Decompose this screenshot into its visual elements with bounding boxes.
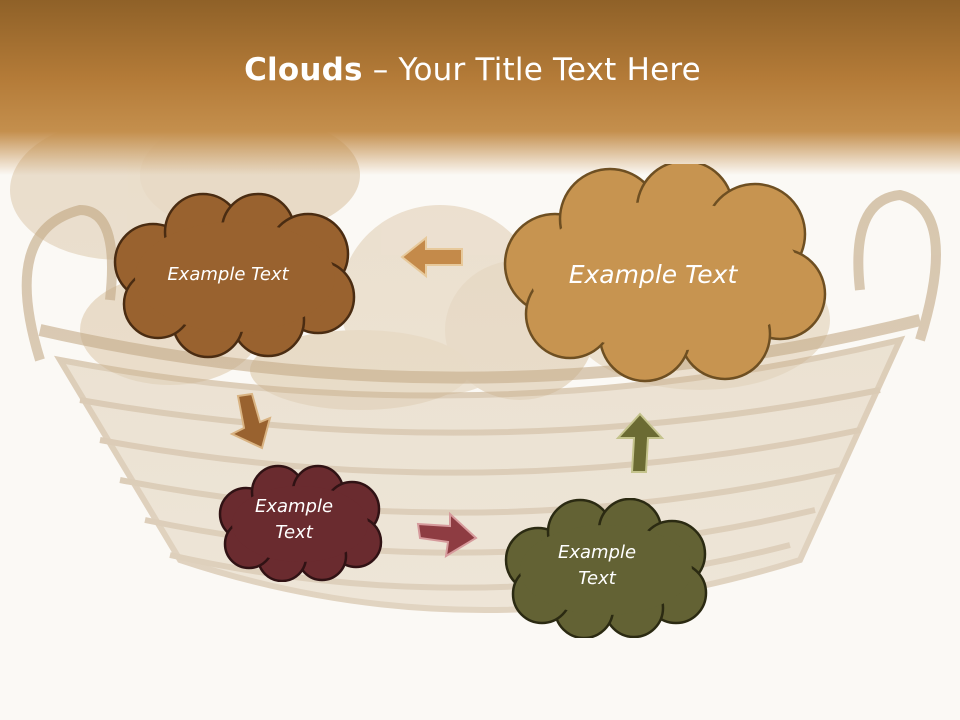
- slide-title: Clouds – Your Title Text Here: [0, 52, 945, 88]
- cloud-bottom-left-line2: Text: [275, 522, 313, 543]
- cloud-bottom-right-line2: Text: [578, 568, 616, 589]
- up-arrow-icon: [615, 412, 665, 473]
- cloud-top-right-label: Example Text: [568, 259, 738, 289]
- cloud-bottom-right-line1: Example: [557, 541, 637, 563]
- cloud-top-left-label: Example Text: [167, 263, 289, 285]
- cloud-bottom-left[interactable]: [216, 464, 384, 582]
- cloud-bottom-right[interactable]: [500, 498, 712, 638]
- cloud-top-left[interactable]: [108, 192, 362, 360]
- cloud-bottom-left-label: Example Text: [234, 490, 354, 550]
- title-dash: –: [362, 52, 399, 88]
- cloud-bottom-right-label: Example Text: [537, 536, 657, 596]
- down-arrow-icon: [229, 392, 272, 450]
- cloud-top-right[interactable]: [500, 164, 832, 384]
- left-arrow-icon: [400, 235, 463, 279]
- title-bold: Clouds: [244, 52, 363, 88]
- cloud-bottom-left-line1: Example: [254, 495, 334, 517]
- title-rest: Your Title Text Here: [398, 52, 701, 88]
- right-arrow-icon: [416, 511, 478, 558]
